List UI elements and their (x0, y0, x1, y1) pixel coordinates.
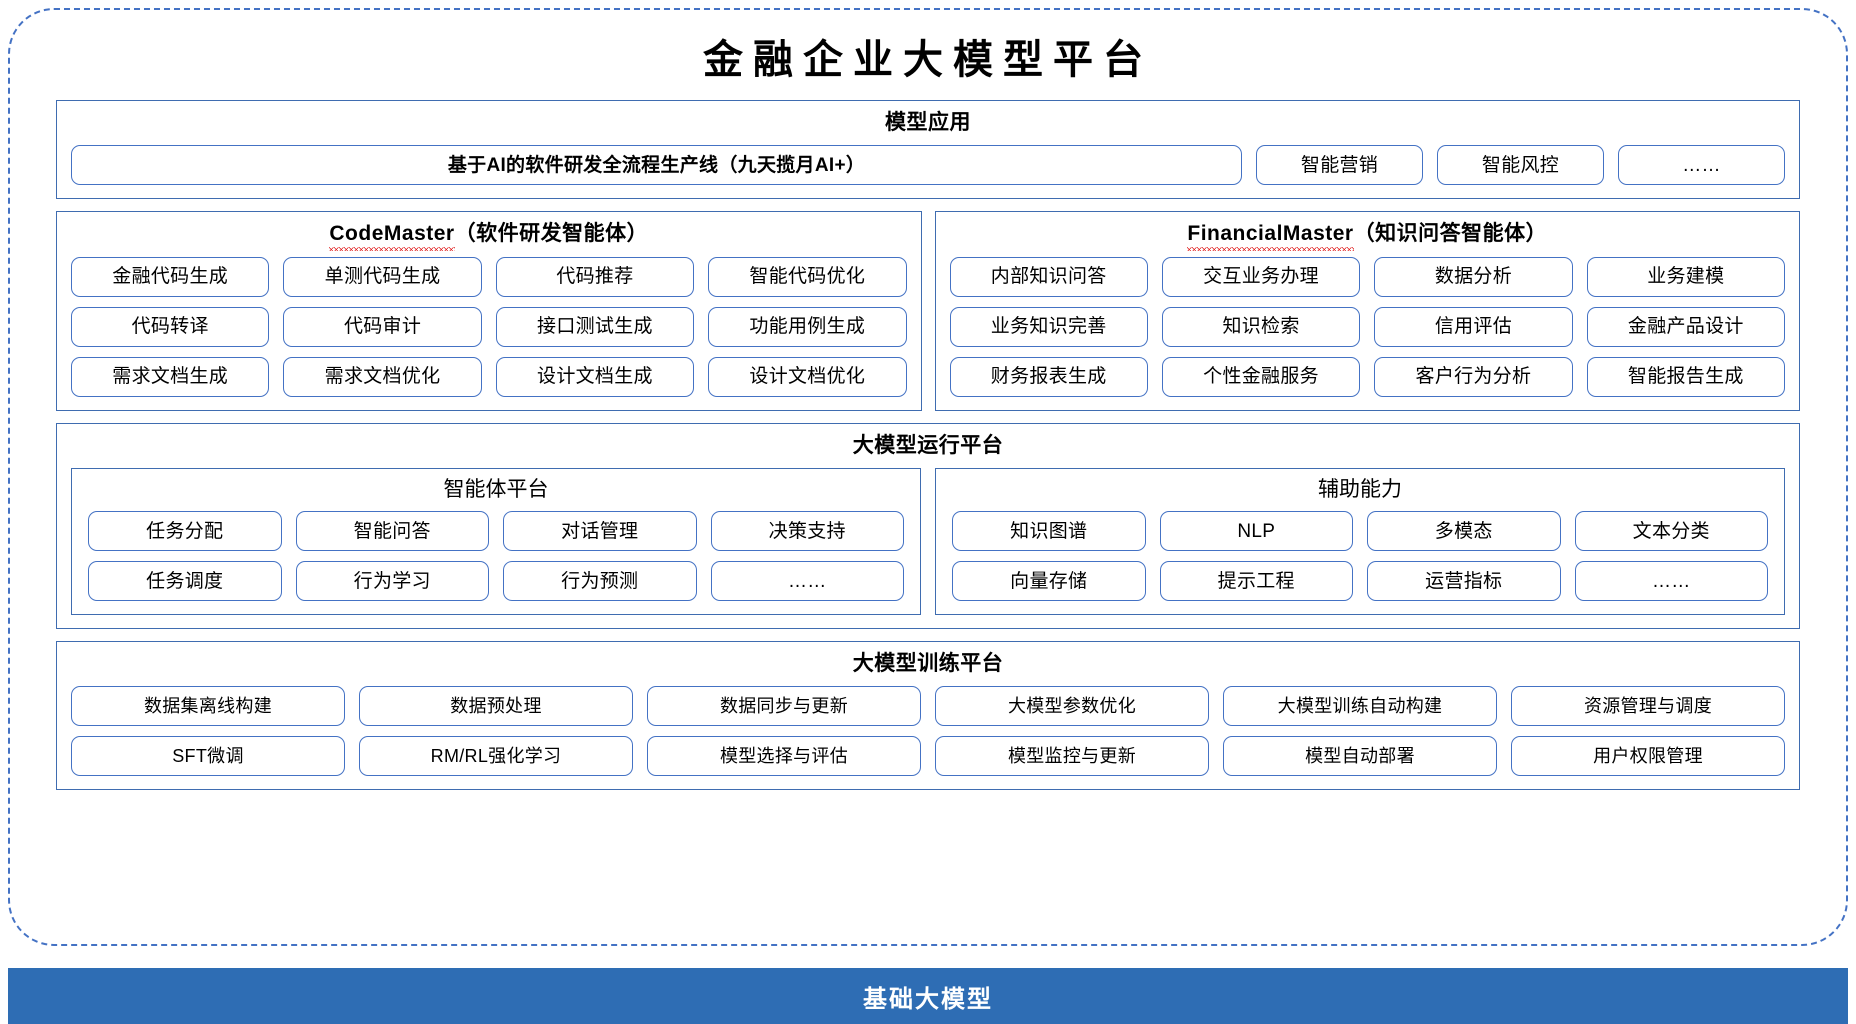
pill-financialmaster-1-3[interactable]: 数据分析 (1374, 256, 1573, 297)
subbox-agent-platform: 智能体平台 任务分配 智能问答 对话管理 决策支持 任务调度 行为学习 行为预测… (71, 467, 921, 616)
pill-codemaster-2-4[interactable]: 功能用例生成 (708, 306, 907, 347)
training-platform-row-2: SFT微调 RM/RL强化学习 模型选择与评估 模型监控与更新 模型自动部署 用… (71, 736, 1785, 777)
panel-model-application: 模型应用 基于AI的软件研发全流程生产线（九天揽月AI+） 智能营销 智能风控 … (56, 100, 1800, 200)
pill-financialmaster-2-3[interactable]: 信用评估 (1374, 306, 1573, 347)
codemaster-row-1: 金融代码生成 单测代码生成 代码推荐 智能代码优化 (71, 256, 907, 297)
panel-financialmaster: FinancialMaster（知识问答智能体） 内部知识问答 交互业务办理 数… (934, 211, 1800, 411)
pill-training-1-5[interactable]: 大模型训练自动构建 (1223, 686, 1497, 727)
pill-agent-platform-1-2[interactable]: 智能问答 (295, 511, 489, 552)
pill-more-applications[interactable]: …… (1618, 145, 1785, 186)
pill-training-1-6[interactable]: 资源管理与调度 (1511, 686, 1785, 727)
pill-auxiliary-2-3[interactable]: 运营指标 (1367, 561, 1561, 602)
pill-codemaster-1-4[interactable]: 智能代码优化 (708, 256, 907, 297)
subbox-auxiliary-capability: 辅助能力 知识图谱 NLP 多模态 文本分类 向量存储 提示工程 运营指标 …… (935, 467, 1785, 616)
panel-codemaster: CodeMaster（软件研发智能体） 金融代码生成 单测代码生成 代码推荐 智… (56, 211, 922, 411)
panel-title-codemaster: CodeMaster（软件研发智能体） (71, 221, 907, 251)
financialmaster-name-cn: （知识问答智能体） (1353, 222, 1548, 246)
pill-agent-platform-2-3[interactable]: 行为预测 (503, 561, 697, 602)
pill-agent-platform-2-1[interactable]: 任务调度 (88, 561, 282, 602)
pill-codemaster-3-3[interactable]: 设计文档生成 (495, 356, 695, 397)
pill-agent-platform-1-3[interactable]: 对话管理 (503, 511, 697, 552)
pill-codemaster-3-2[interactable]: 需求文档优化 (283, 356, 482, 397)
panel-title-financialmaster: FinancialMaster（知识问答智能体） (950, 221, 1786, 251)
pill-auxiliary-1-2[interactable]: NLP (1159, 511, 1353, 552)
pill-agent-platform-2-4[interactable]: …… (710, 561, 904, 602)
pill-financialmaster-1-1[interactable]: 内部知识问答 (949, 256, 1148, 297)
codemaster-row-2: 代码转译 代码审计 接口测试生成 功能用例生成 (71, 306, 907, 347)
platform-outer-frame: 金融企业大模型平台 模型应用 基于AI的软件研发全流程生产线（九天揽月AI+） … (8, 8, 1848, 946)
subbox-title-auxiliary-capability: 辅助能力 (1318, 477, 1402, 501)
pill-financialmaster-3-4[interactable]: 智能报告生成 (1586, 356, 1785, 397)
base-model-bar: 基础大模型 (8, 968, 1848, 1024)
pill-auxiliary-1-1[interactable]: 知识图谱 (952, 511, 1146, 552)
codemaster-name-cn: （软件研发智能体） (454, 222, 649, 246)
pill-training-1-4[interactable]: 大模型参数优化 (935, 686, 1209, 727)
pill-codemaster-3-1[interactable]: 需求文档生成 (71, 356, 270, 397)
pill-auxiliary-2-1[interactable]: 向量存储 (952, 561, 1146, 602)
panel-runtime-platform: 大模型运行平台 智能体平台 任务分配 智能问答 对话管理 决策支持 任务调度 行… (56, 422, 1800, 630)
panel-title-training-platform: 大模型训练平台 (852, 652, 1004, 676)
pill-codemaster-1-1[interactable]: 金融代码生成 (71, 256, 270, 297)
codemaster-row-3: 需求文档生成 需求文档优化 设计文档生成 设计文档优化 (71, 356, 907, 397)
pill-financialmaster-2-1[interactable]: 业务知识完善 (949, 306, 1148, 347)
pill-financialmaster-2-2[interactable]: 知识检索 (1161, 306, 1361, 347)
pill-financialmaster-1-2[interactable]: 交互业务办理 (1161, 256, 1361, 297)
pill-auxiliary-2-2[interactable]: 提示工程 (1159, 561, 1353, 602)
pill-codemaster-2-3[interactable]: 接口测试生成 (495, 306, 695, 347)
pill-financialmaster-3-1[interactable]: 财务报表生成 (949, 356, 1148, 397)
agent-platform-row-2: 任务调度 行为学习 行为预测 …… (88, 561, 904, 602)
pill-training-2-4[interactable]: 模型监控与更新 (935, 736, 1209, 777)
pill-training-1-1[interactable]: 数据集离线构建 (71, 686, 345, 727)
pill-financialmaster-3-3[interactable]: 客户行为分析 (1374, 356, 1573, 397)
codemaster-name-en: CodeMaster (329, 221, 455, 251)
pill-agent-platform-2-2[interactable]: 行为学习 (295, 561, 489, 602)
agents-section: CodeMaster（软件研发智能体） 金融代码生成 单测代码生成 代码推荐 智… (56, 211, 1800, 411)
pill-intelligent-marketing[interactable]: 智能营销 (1256, 145, 1423, 186)
pill-codemaster-2-2[interactable]: 代码审计 (283, 306, 482, 347)
pill-intelligent-risk-control[interactable]: 智能风控 (1437, 145, 1604, 186)
pill-training-2-5[interactable]: 模型自动部署 (1223, 736, 1497, 777)
subbox-title-agent-platform: 智能体平台 (443, 477, 549, 501)
pill-training-2-3[interactable]: 模型选择与评估 (647, 736, 921, 777)
pill-agent-platform-1-1[interactable]: 任务分配 (88, 511, 282, 552)
pill-financialmaster-1-4[interactable]: 业务建模 (1586, 256, 1785, 297)
model-application-row: 基于AI的软件研发全流程生产线（九天揽月AI+） 智能营销 智能风控 …… (71, 145, 1785, 186)
pill-training-1-3[interactable]: 数据同步与更新 (647, 686, 921, 727)
pill-auxiliary-2-4[interactable]: …… (1574, 561, 1768, 602)
pill-ai-software-pipeline[interactable]: 基于AI的软件研发全流程生产线（九天揽月AI+） (71, 145, 1242, 186)
financialmaster-row-3: 财务报表生成 个性金融服务 客户行为分析 智能报告生成 (949, 356, 1785, 397)
panel-title-runtime-platform: 大模型运行平台 (852, 433, 1004, 457)
pill-codemaster-1-3[interactable]: 代码推荐 (495, 256, 695, 297)
pill-financialmaster-2-4[interactable]: 金融产品设计 (1586, 306, 1785, 347)
agent-platform-row-1: 任务分配 智能问答 对话管理 决策支持 (88, 511, 904, 552)
pill-training-2-1[interactable]: SFT微调 (71, 736, 345, 777)
auxiliary-row-1: 知识图谱 NLP 多模态 文本分类 (952, 511, 1768, 552)
pill-codemaster-2-1[interactable]: 代码转译 (71, 306, 270, 347)
panel-title-model-application: 模型应用 (885, 111, 971, 134)
auxiliary-row-2: 向量存储 提示工程 运营指标 …… (952, 561, 1768, 602)
pill-training-1-2[interactable]: 数据预处理 (359, 686, 633, 727)
pill-codemaster-1-2[interactable]: 单测代码生成 (283, 256, 482, 297)
financialmaster-row-2: 业务知识完善 知识检索 信用评估 金融产品设计 (949, 306, 1785, 347)
pill-agent-platform-1-4[interactable]: 决策支持 (710, 511, 904, 552)
pill-auxiliary-1-4[interactable]: 文本分类 (1574, 511, 1768, 552)
pill-codemaster-3-4[interactable]: 设计文档优化 (708, 356, 907, 397)
pill-financialmaster-3-2[interactable]: 个性金融服务 (1161, 356, 1361, 397)
panel-training-platform: 大模型训练平台 数据集离线构建 数据预处理 数据同步与更新 大模型参数优化 大模… (56, 641, 1800, 791)
pill-auxiliary-1-3[interactable]: 多模态 (1367, 511, 1561, 552)
financialmaster-name-en: FinancialMaster (1187, 221, 1354, 251)
training-platform-row-1: 数据集离线构建 数据预处理 数据同步与更新 大模型参数优化 大模型训练自动构建 … (71, 686, 1785, 727)
page-title: 金融企业大模型平台 (703, 36, 1153, 83)
financialmaster-row-1: 内部知识问答 交互业务办理 数据分析 业务建模 (949, 256, 1785, 297)
pill-training-2-6[interactable]: 用户权限管理 (1511, 736, 1785, 777)
pill-training-2-2[interactable]: RM/RL强化学习 (359, 736, 633, 777)
runtime-subboxes: 智能体平台 任务分配 智能问答 对话管理 决策支持 任务调度 行为学习 行为预测… (71, 467, 1785, 616)
